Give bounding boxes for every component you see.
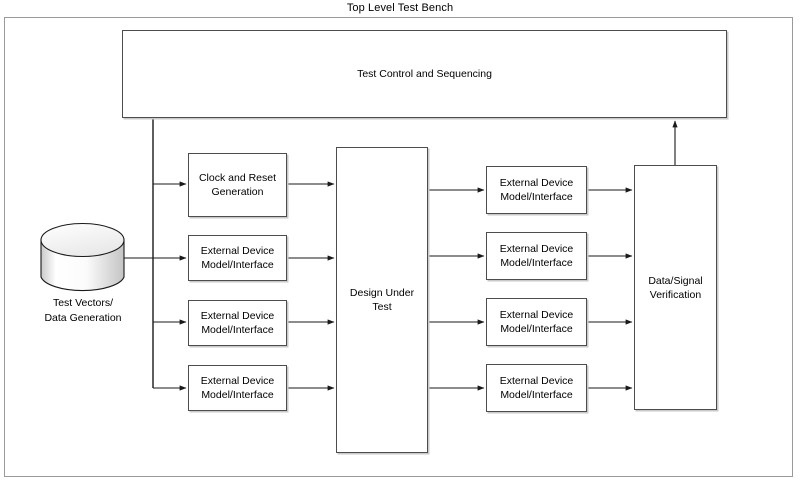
- box-right-external-device-3[interactable]: External Device Model/Interface: [486, 298, 587, 346]
- box-design-under-test[interactable]: Design Under Test: [336, 147, 428, 453]
- box-left-external-device-2[interactable]: External Device Model/Interface: [188, 300, 287, 346]
- box-right-external-device-4[interactable]: External Device Model/Interface: [486, 364, 587, 412]
- box-label: External Device Model/Interface: [200, 310, 275, 336]
- box-label: Data/Signal Verification: [648, 274, 703, 301]
- box-data-signal-verification[interactable]: Data/Signal Verification: [634, 165, 717, 410]
- box-label: External Device Model/Interface: [499, 309, 574, 335]
- box-label: External Device Model/Interface: [200, 375, 275, 401]
- page-title: Top Level Test Bench: [346, 2, 454, 14]
- box-label: Test Control and Sequencing: [357, 68, 492, 80]
- box-right-external-device-1[interactable]: External Device Model/Interface: [486, 166, 587, 214]
- box-label: External Device Model/Interface: [499, 243, 574, 269]
- box-label: External Device Model/Interface: [499, 375, 574, 401]
- box-right-external-device-2[interactable]: External Device Model/Interface: [486, 232, 587, 280]
- box-left-external-device-1[interactable]: External Device Model/Interface: [188, 235, 287, 281]
- box-label: External Device Model/Interface: [200, 245, 275, 271]
- box-left-external-device-3[interactable]: External Device Model/Interface: [188, 365, 287, 411]
- box-label: Clock and Reset Generation: [198, 172, 277, 198]
- box-label: External Device Model/Interface: [499, 177, 574, 203]
- box-test-control-and-sequencing[interactable]: Test Control and Sequencing: [122, 30, 727, 118]
- datastore-label: Test Vectors/ Data Generation: [44, 297, 122, 324]
- box-label: Design Under Test: [349, 287, 415, 313]
- box-clock-and-reset-generation[interactable]: Clock and Reset Generation: [188, 153, 287, 217]
